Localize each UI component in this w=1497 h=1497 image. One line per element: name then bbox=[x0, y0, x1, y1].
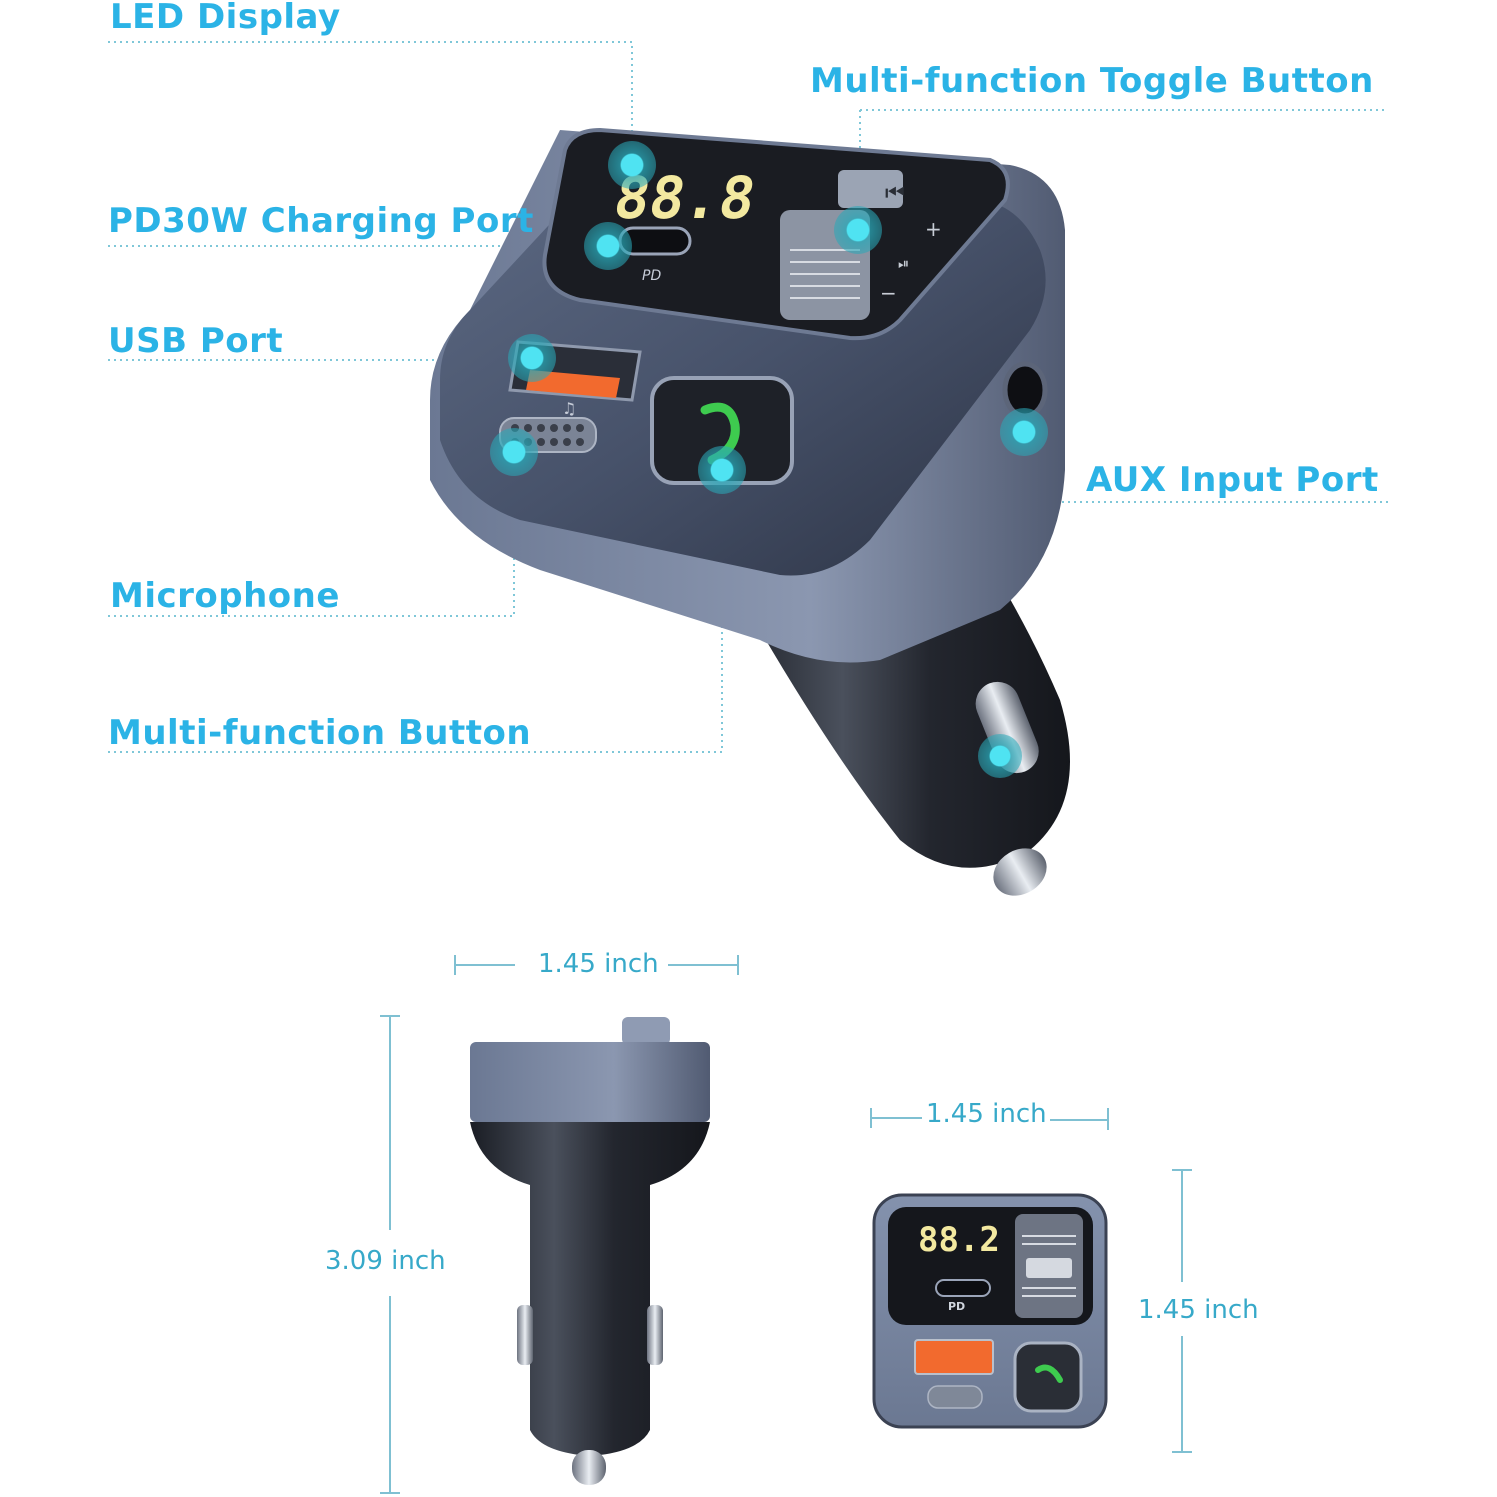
leader-lines bbox=[108, 41, 1388, 753]
front-view-illustration bbox=[872, 1193, 1108, 1429]
side-view-illustration bbox=[470, 1017, 710, 1485]
pd-label: PD bbox=[642, 268, 661, 284]
front-led-display: 88.2 bbox=[918, 1220, 1000, 1260]
callout-led-display: LED Display bbox=[110, 0, 341, 37]
dimension-side-width: 1.45 inch bbox=[538, 949, 659, 979]
front-pd-label: PD bbox=[948, 1300, 966, 1313]
play-pause-icon: ⏯ bbox=[898, 256, 909, 272]
hotspots bbox=[490, 141, 1048, 778]
music-note-icon: ♫ bbox=[562, 399, 576, 418]
callout-microphone: Microphone bbox=[110, 576, 340, 616]
callout-multi-button: Multi-function Button bbox=[108, 713, 532, 753]
volume-down-mark: − bbox=[880, 281, 897, 305]
callout-pd-port: PD30W Charging Port bbox=[108, 201, 534, 241]
previous-track-icon: ⏮ bbox=[885, 181, 905, 206]
callout-aux-port: AUX Input Port bbox=[1086, 460, 1379, 500]
dimension-front-height: 1.45 inch bbox=[1138, 1295, 1259, 1325]
phone-icon-front bbox=[1035, 1364, 1063, 1383]
callout-toggle-button: Multi-function Toggle Button bbox=[810, 61, 1374, 101]
callout-usb-port: USB Port bbox=[108, 321, 284, 361]
dimension-front-width: 1.45 inch bbox=[926, 1099, 1047, 1129]
dimension-lines bbox=[380, 955, 1192, 1494]
dimension-side-height: 3.09 inch bbox=[325, 1246, 446, 1276]
volume-up-mark: + bbox=[925, 217, 942, 241]
